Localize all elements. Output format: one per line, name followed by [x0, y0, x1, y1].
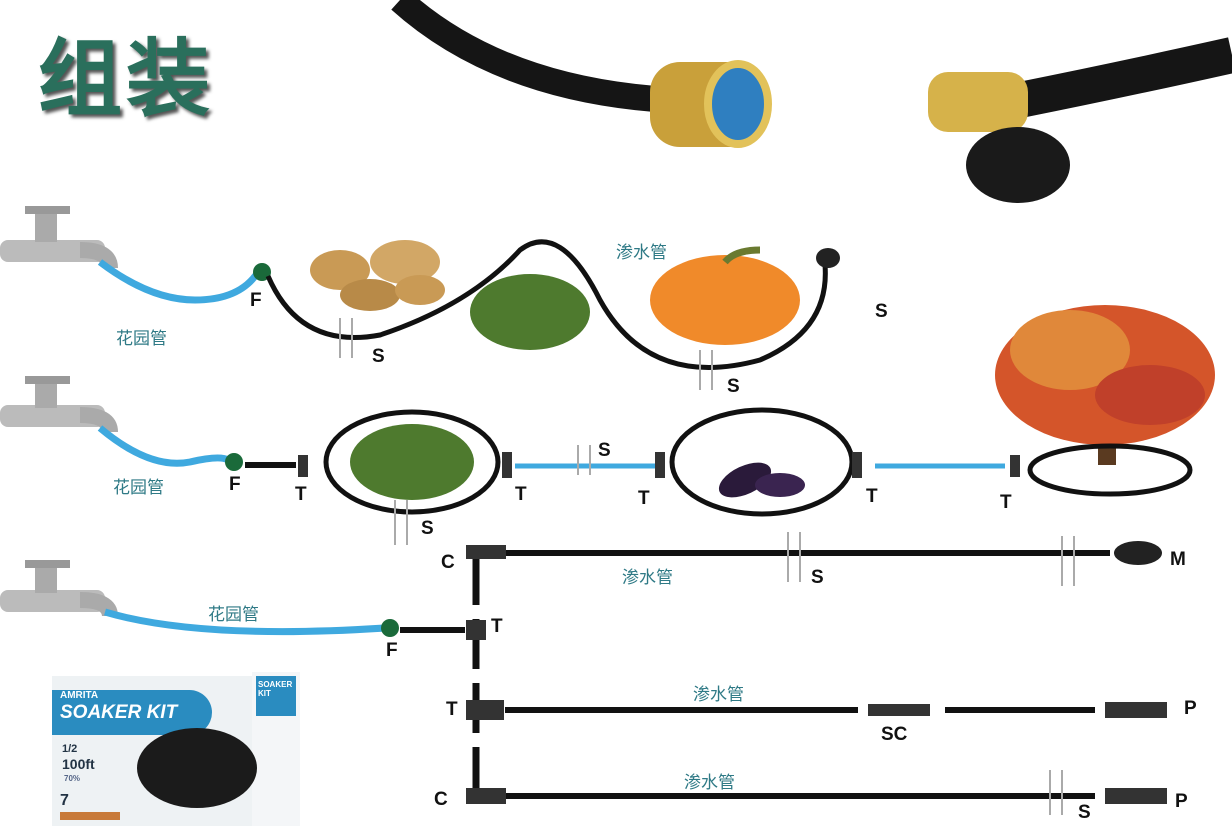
- label-t-7: T: [446, 699, 458, 720]
- circle-bush: [323, 409, 501, 515]
- label-s-2: S: [727, 376, 740, 397]
- box-name: SOAKER KIT: [60, 702, 178, 723]
- label-s-1: S: [372, 346, 385, 367]
- bush-image-1: [470, 274, 590, 350]
- brass-fitting-male: [928, 72, 1028, 132]
- bush-image-2: [350, 424, 474, 500]
- top-hose-right: [1016, 37, 1232, 118]
- box-side-name: SOAKER KIT: [258, 680, 293, 698]
- stake-4: [577, 445, 591, 475]
- label-f-1: F: [250, 290, 262, 311]
- label-c-1: C: [441, 552, 455, 573]
- box-side-banner: [256, 676, 296, 716]
- label-garden-hose-2: 花园管: [113, 478, 164, 498]
- pumpkin-image: [650, 246, 800, 345]
- label-t-5: T: [1000, 492, 1012, 513]
- faucet-3: [0, 560, 118, 617]
- label-p-2: P: [1175, 791, 1188, 812]
- fitting-f-3: [381, 619, 399, 637]
- fitting-opening: [704, 60, 772, 148]
- plug-p-1: [1105, 702, 1167, 718]
- stake-2: [699, 350, 713, 390]
- top-hose-left: [391, 0, 671, 113]
- box-percent: 70%: [64, 774, 81, 783]
- label-s-7: S: [1078, 802, 1091, 823]
- label-t-1: T: [295, 484, 307, 505]
- label-garden-hose-3: 花园管: [208, 605, 259, 625]
- plug-p-2: [1105, 788, 1167, 804]
- potatoes-image: [310, 240, 445, 311]
- box-years: 7: [60, 792, 69, 809]
- label-t-4: T: [866, 486, 878, 507]
- label-t-2: T: [515, 484, 527, 505]
- label-m: M: [1170, 549, 1186, 570]
- stake-6: [1061, 536, 1075, 586]
- box-length: 100ft: [62, 756, 95, 772]
- end-cap-1: [816, 248, 840, 268]
- label-f-2: F: [229, 474, 241, 495]
- label-soaker-hose-2: 渗水管: [622, 568, 673, 588]
- end-cap-m: [1114, 541, 1162, 565]
- tree-image: [995, 305, 1215, 465]
- label-s-3: S: [875, 301, 888, 322]
- garden-hose-1: [97, 259, 261, 304]
- box-banner: [52, 690, 212, 735]
- garden-hose-2: [97, 425, 230, 467]
- straight-connector-sc: [868, 704, 930, 716]
- circle-eggplant: [669, 407, 855, 517]
- label-soaker-hose-4: 渗水管: [684, 773, 735, 793]
- garden-hose-3: [104, 608, 386, 636]
- stake-3: [394, 500, 408, 545]
- label-f-3: F: [386, 640, 398, 661]
- label-s-6: S: [811, 567, 824, 588]
- label-garden-hose-1: 花园管: [116, 329, 167, 349]
- label-t-3: T: [638, 488, 650, 509]
- label-s-4: S: [421, 518, 434, 539]
- label-soaker-hose-1: 渗水管: [616, 243, 667, 263]
- box-size: 1/2: [62, 743, 78, 755]
- label-sc: SC: [881, 724, 908, 745]
- faucet-1: [0, 206, 118, 269]
- label-s-5: S: [598, 440, 611, 461]
- label-c-2: C: [434, 789, 448, 810]
- label-t-6: T: [491, 616, 503, 637]
- faucet-2: [0, 376, 118, 433]
- page-title: 组装: [38, 30, 215, 128]
- soaker-hose-1: [265, 239, 828, 370]
- label-soaker-hose-3: 渗水管: [693, 685, 744, 705]
- hose-cap: [966, 127, 1070, 203]
- box-orange-strip: [60, 812, 120, 820]
- stake-7: [1049, 770, 1063, 815]
- tee-fittings-row2: [298, 452, 1020, 478]
- box-brand: AMRITA: [60, 690, 99, 701]
- fitting-f-1: [253, 263, 271, 281]
- product-box-image: AMRITA SOAKER KIT SOAKER KIT 1/2 100ft 7…: [52, 668, 300, 826]
- stake-5: [787, 532, 801, 582]
- stake-1: [339, 318, 353, 358]
- fittings-row3: [466, 545, 506, 804]
- fitting-f-2: [225, 453, 243, 471]
- circle-tree: [1027, 443, 1193, 497]
- eggplant-image: [718, 462, 805, 498]
- hose-coil: [137, 728, 257, 808]
- label-p-1: P: [1184, 698, 1197, 719]
